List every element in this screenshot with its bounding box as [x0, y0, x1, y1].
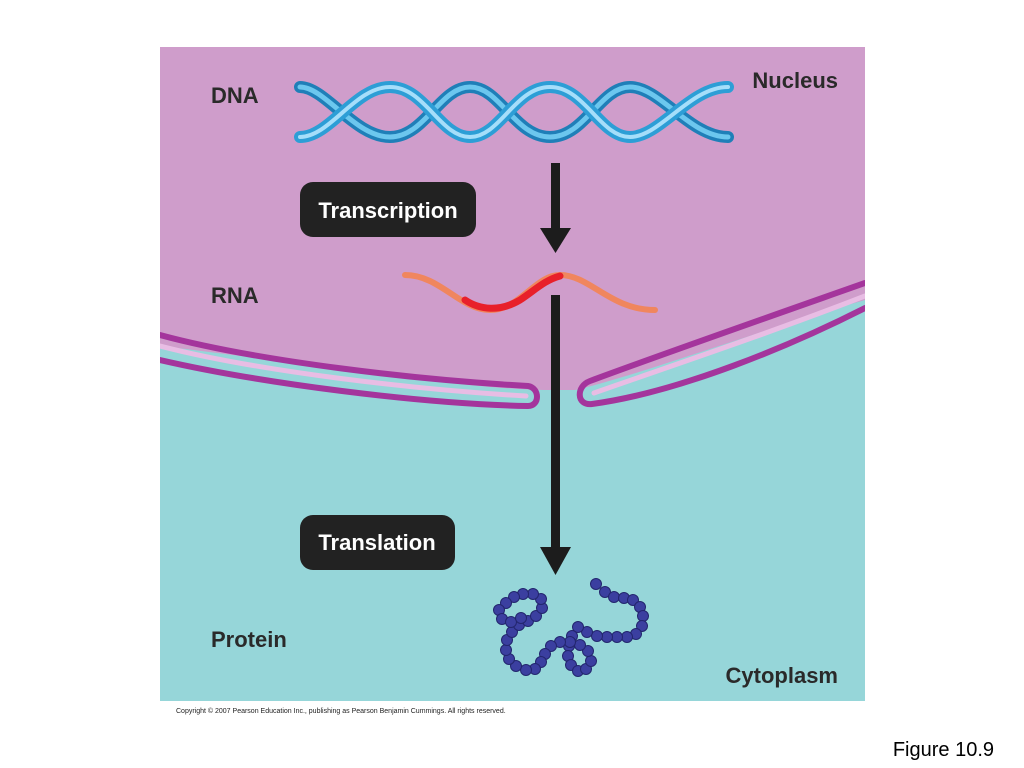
- nuclear-envelope-right: [576, 280, 865, 408]
- cytoplasm-label: Cytoplasm: [726, 663, 838, 688]
- nuclear-envelope-left: [160, 332, 540, 409]
- amino-acid-bead: [581, 626, 593, 638]
- amino-acid-bead: [582, 645, 594, 657]
- nucleus-label: Nucleus: [752, 68, 838, 93]
- amino-acid-bead: [545, 640, 557, 652]
- amino-acid-bead: [520, 664, 532, 676]
- amino-acid-bead: [608, 591, 620, 603]
- translation-label: Translation: [318, 530, 435, 555]
- protein-label: Protein: [211, 627, 287, 652]
- amino-acid-bead: [601, 631, 613, 643]
- amino-acid-bead: [500, 597, 512, 609]
- rna-strand: [402, 271, 658, 314]
- translation-arrow: [540, 295, 571, 575]
- translation-pill: Translation: [300, 515, 455, 570]
- amino-acid-bead: [515, 612, 527, 624]
- transcription-arrow: [540, 163, 571, 253]
- transcription-pill: Transcription: [300, 182, 476, 237]
- amino-acid-bead: [637, 610, 649, 622]
- amino-acid-bead: [621, 631, 633, 643]
- nucleus-region: [160, 47, 865, 390]
- amino-acid-bead: [505, 616, 517, 628]
- amino-acid-bead: [585, 655, 597, 667]
- amino-acid-bead: [564, 636, 576, 648]
- dna-helix: [294, 80, 734, 144]
- amino-acid-bead: [530, 610, 542, 622]
- amino-acid-bead: [591, 630, 603, 642]
- amino-acid-bead: [599, 586, 611, 598]
- amino-acid-bead: [500, 644, 512, 656]
- dna-label: DNA: [211, 83, 259, 108]
- amino-acid-bead: [590, 578, 602, 590]
- rna-label: RNA: [211, 283, 259, 308]
- amino-acid-bead: [627, 594, 639, 606]
- copyright-notice: Copyright © 2007 Pearson Education Inc.,…: [176, 708, 506, 715]
- amino-acid-bead: [527, 588, 539, 600]
- figure-caption: Figure 10.9: [892, 739, 994, 761]
- amino-acid-bead: [572, 621, 584, 633]
- amino-acid-bead: [574, 639, 586, 651]
- protein-chain: [493, 578, 649, 677]
- amino-acid-bead: [636, 620, 648, 632]
- amino-acid-bead: [611, 631, 623, 643]
- amino-acid-bead: [508, 591, 520, 603]
- transcription-label: Transcription: [318, 198, 457, 223]
- amino-acid-bead: [510, 660, 522, 672]
